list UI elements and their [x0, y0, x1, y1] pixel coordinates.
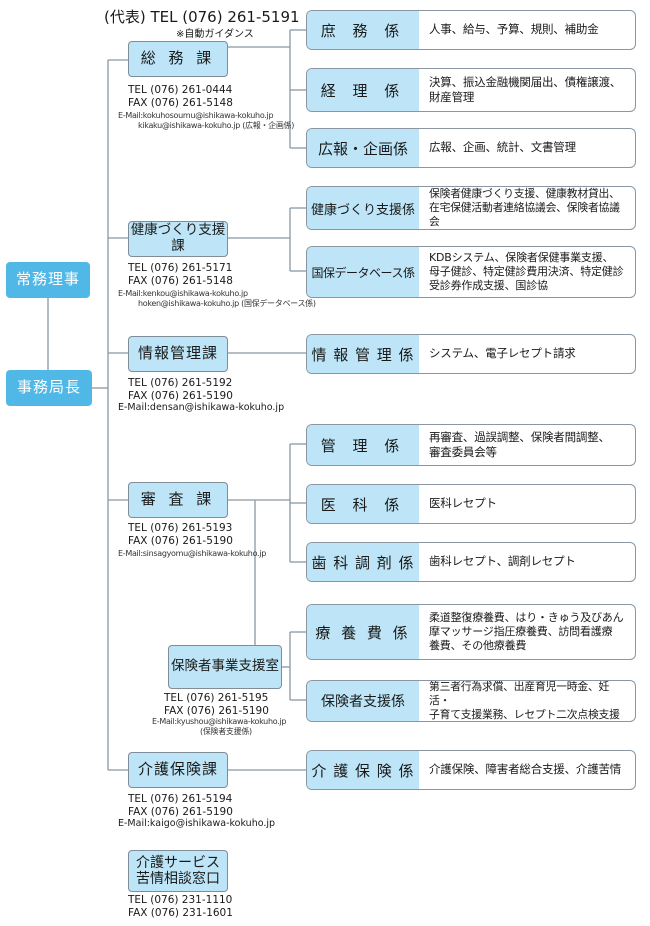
email: E-Mail:densan@ishikawa-kokuho.jp [118, 402, 285, 414]
care-service-complaint-desk-contact: TEL (076) 231-1110 FAX (076) 231-1601 [128, 894, 233, 919]
division-review-contact: TEL (076) 261-5193 FAX (076) 261-5190 E-… [118, 522, 266, 559]
section-name: 療 養 費 係 [307, 605, 419, 659]
section-row-kdb: 国保データベース係 KDBシステム、保険者保健事業支援、母子健診、特定健診費用決… [306, 246, 636, 298]
section-row-pr-planning: 広報・企画係 広報、企画、統計、文書管理 [306, 128, 636, 168]
care-service-complaint-desk: 介護サービス 苦情相談窓口 [128, 850, 228, 892]
fax: FAX (076) 261-5148 [128, 274, 233, 287]
tel: TEL (076) 261-5195 [164, 692, 269, 704]
section-name: 経 理 係 [307, 69, 419, 111]
section-duties: 決算、振込金融機関届出、債権譲渡、財産管理 [429, 74, 622, 104]
email-secondary: kikaku@ishikawa-kokuho.jp (広報・企画係) [138, 120, 295, 130]
section-duties: 歯科レセプト、調剤レセプト [429, 554, 576, 569]
section-row-management: 管 理 係 再審査、過誤調整、保険者間調整、審査委員会等 [306, 424, 636, 466]
email: E-Mail:kokuhosoumu@ishikawa-kokuho.jp [118, 111, 274, 121]
division-insurer-support-office-contact: TEL (076) 261-5195 FAX (076) 261-5190 E-… [152, 692, 286, 736]
section-duties: 人事、給与、予算、規則、補助金 [429, 22, 599, 37]
section-name: 医 科 係 [307, 485, 419, 523]
division-long-term-care: 介護保険課 [128, 752, 228, 788]
division-health-promotion-contact: TEL (076) 261-5171 FAX (076) 261-5148 E-… [118, 262, 316, 308]
section-duties: 第三者行為求償、出産育児一時金、妊活・子育て支援業務、レセプト二次点検支援 [429, 680, 620, 722]
tel: TEL (076) 261-5192 [128, 377, 233, 389]
section-duties: 柔道整復療養費、はり・きゅう及びあん摩マッサージ指圧療養費、訪問看護療養費、その… [429, 611, 624, 652]
fax: FAX (076) 261-5190 [164, 704, 269, 717]
section-name: 広報・企画係 [307, 129, 419, 167]
auto-guidance-note: ※自動ガイダンス [176, 29, 254, 40]
division-general-affairs: 総 務 課 [128, 41, 228, 77]
section-name: 庶 務 係 [307, 11, 419, 49]
main-phone: (代表) TEL (076) 261-5191 [104, 8, 300, 26]
section-row-dental-pharmacy: 歯 科 調 剤 係 歯科レセプト、調剤レセプト [306, 542, 636, 582]
section-row-medical-care-expenses: 療 養 費 係 柔道整復療養費、はり・きゅう及びあん摩マッサージ指圧療養費、訪問… [306, 604, 636, 660]
fax: FAX (076) 261-5190 [128, 389, 233, 402]
section-name: 情 報 管 理 係 [307, 335, 419, 373]
email-secondary: hoken@ishikawa-kokuho.jp (国保データベース係) [138, 298, 316, 308]
secretary-general-box: 事務局長 [6, 370, 92, 406]
division-health-promotion: 健康づくり支援課 [128, 221, 228, 257]
tel: TEL (076) 261-5193 [128, 522, 233, 534]
division-insurer-support-office: 保険者事業支援室 [168, 645, 282, 689]
section-name: 管 理 係 [307, 425, 419, 465]
section-duties: 保険者健康づくり支援、健康教材貸出、在宅保健活動者連絡協議会、保険者協議会 [429, 186, 620, 229]
email: E-Mail:sinsagyomu@ishikawa-kokuho.jp [118, 549, 266, 559]
fax: FAX (076) 261-5190 [128, 534, 233, 547]
section-name: 健康づくり支援係 [307, 187, 419, 229]
section-duties: システム、電子レセプト請求 [429, 346, 576, 361]
section-name: 介 護 保 険 係 [307, 751, 419, 789]
section-duties: 医科レセプト [429, 496, 497, 511]
section-row-health-promotion: 健康づくり支援係 保険者健康づくり支援、健康教材貸出、在宅保健活動者連絡協議会、… [306, 186, 636, 230]
care-service-line2: 苦情相談窓口 [136, 871, 220, 887]
fax: FAX (076) 231-1601 [128, 906, 233, 919]
section-row-accounting: 経 理 係 決算、振込金融機関届出、債権譲渡、財産管理 [306, 68, 636, 112]
division-information-management: 情報管理課 [128, 336, 228, 372]
section-row-general-affairs: 庶 務 係 人事、給与、予算、規則、補助金 [306, 10, 636, 50]
email: E-Mail:kenkou@ishikawa-kokuho.jp [118, 289, 248, 299]
section-name: 歯 科 調 剤 係 [307, 543, 419, 581]
division-information-management-contact: TEL (076) 261-5192 FAX (076) 261-5190 E-… [118, 377, 284, 414]
tel: TEL (076) 261-0444 [128, 84, 233, 96]
division-general-affairs-contact: TEL (076) 261-0444 FAX (076) 261-5148 E-… [118, 84, 294, 130]
section-duties: 広報、企画、統計、文書管理 [429, 140, 576, 155]
section-duties: 再審査、過誤調整、保険者間調整、審査委員会等 [429, 429, 610, 459]
section-name: 国保データベース係 [307, 247, 419, 297]
care-service-line1: 介護サービス [136, 854, 220, 871]
tel: TEL (076) 231-1110 [128, 894, 233, 906]
tel: TEL (076) 261-5171 [128, 262, 233, 274]
email-secondary: (保険者支援係) [200, 726, 252, 736]
section-row-medical: 医 科 係 医科レセプト [306, 484, 636, 524]
section-duties: KDBシステム、保険者保健事業支援、母子健診、特定健診費用決済、特定健診受診券作… [429, 251, 624, 292]
tel: TEL (076) 261-5194 [128, 793, 233, 805]
section-row-insurer-support: 保険者支援係 第三者行為求償、出産育児一時金、妊活・子育て支援業務、レセプト二次… [306, 680, 636, 722]
fax: FAX (076) 261-5148 [128, 96, 233, 109]
division-review: 審 査 課 [128, 482, 228, 518]
division-long-term-care-contact: TEL (076) 261-5194 FAX (076) 261-5190 E-… [118, 793, 275, 830]
managing-director-box: 常務理事 [6, 262, 90, 298]
section-row-information-management: 情 報 管 理 係 システム、電子レセプト請求 [306, 334, 636, 374]
section-row-long-term-care: 介 護 保 険 係 介護保険、障害者総合支援、介護苦情 [306, 750, 636, 790]
section-name: 保険者支援係 [307, 681, 419, 721]
section-duties: 介護保険、障害者総合支援、介護苦情 [429, 762, 622, 777]
email: E-Mail:kyushou@ishikawa-kokuho.jp [152, 717, 287, 727]
email: E-Mail:kaigo@ishikawa-kokuho.jp [118, 818, 276, 830]
fax: FAX (076) 261-5190 [128, 805, 233, 818]
